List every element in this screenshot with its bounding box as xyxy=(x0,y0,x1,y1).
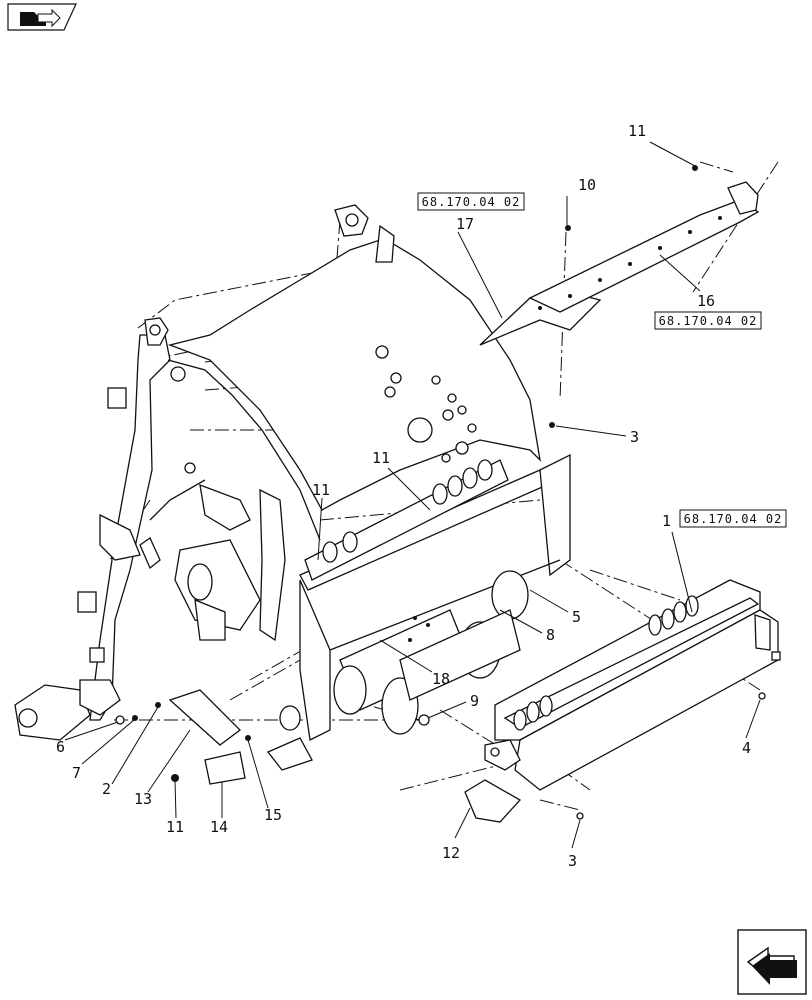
right-rail xyxy=(299,453,571,741)
callout-3: 3 xyxy=(568,852,577,870)
callout-12: 12 xyxy=(442,844,460,862)
callout-3: 3 xyxy=(630,428,639,446)
side-sheet xyxy=(167,204,541,511)
part-14 xyxy=(204,751,246,785)
part-13 xyxy=(168,689,241,746)
roller-assembly xyxy=(484,579,781,791)
callout-17: 17 xyxy=(456,215,474,233)
callout-18: 18 xyxy=(432,670,450,688)
svg-text:68.170.04 02: 68.170.04 02 xyxy=(422,195,521,209)
svg-text:68.170.04 02: 68.170.04 02 xyxy=(684,512,783,526)
tension-mechanism xyxy=(139,483,286,642)
callouts: 11 10 17 16 3 11 11 1 5 8 18 9 4 6 7 2 1… xyxy=(56,122,751,870)
callout-11: 11 xyxy=(628,122,646,140)
reference-box-17[interactable]: 68.170.04 02 xyxy=(417,192,525,211)
callout-2: 2 xyxy=(102,780,111,798)
callout-10: 10 xyxy=(578,176,596,194)
leader-lines xyxy=(64,141,761,849)
cog-rollers xyxy=(304,459,509,581)
callout-15: 15 xyxy=(264,806,282,824)
callout-11: 11 xyxy=(372,449,390,467)
callout-13: 13 xyxy=(134,790,152,808)
callout-6: 6 xyxy=(56,738,65,756)
callout-16: 16 xyxy=(697,292,715,310)
part-12 xyxy=(464,779,522,823)
left-frame xyxy=(14,317,321,741)
lower-rollers xyxy=(333,570,529,735)
reference-box-16[interactable]: 68.170.04 02 xyxy=(654,311,762,330)
top-cover xyxy=(479,181,760,346)
callout-11: 11 xyxy=(312,481,330,499)
callout-11: 11 xyxy=(166,818,184,836)
callout-5: 5 xyxy=(572,608,581,626)
callout-4: 4 xyxy=(742,739,751,757)
svg-text:68.170.04 02: 68.170.04 02 xyxy=(659,314,758,328)
small-parts xyxy=(115,165,766,823)
folder-arrow-icon[interactable] xyxy=(7,3,77,31)
callout-9: 9 xyxy=(470,692,479,710)
callout-8: 8 xyxy=(546,626,555,644)
callout-14: 14 xyxy=(210,818,228,836)
callout-7: 7 xyxy=(72,764,81,782)
next-page-arrow-icon[interactable] xyxy=(737,929,807,995)
callout-1: 1 xyxy=(662,512,671,530)
reference-box-1[interactable]: 68.170.04 02 xyxy=(679,509,787,528)
